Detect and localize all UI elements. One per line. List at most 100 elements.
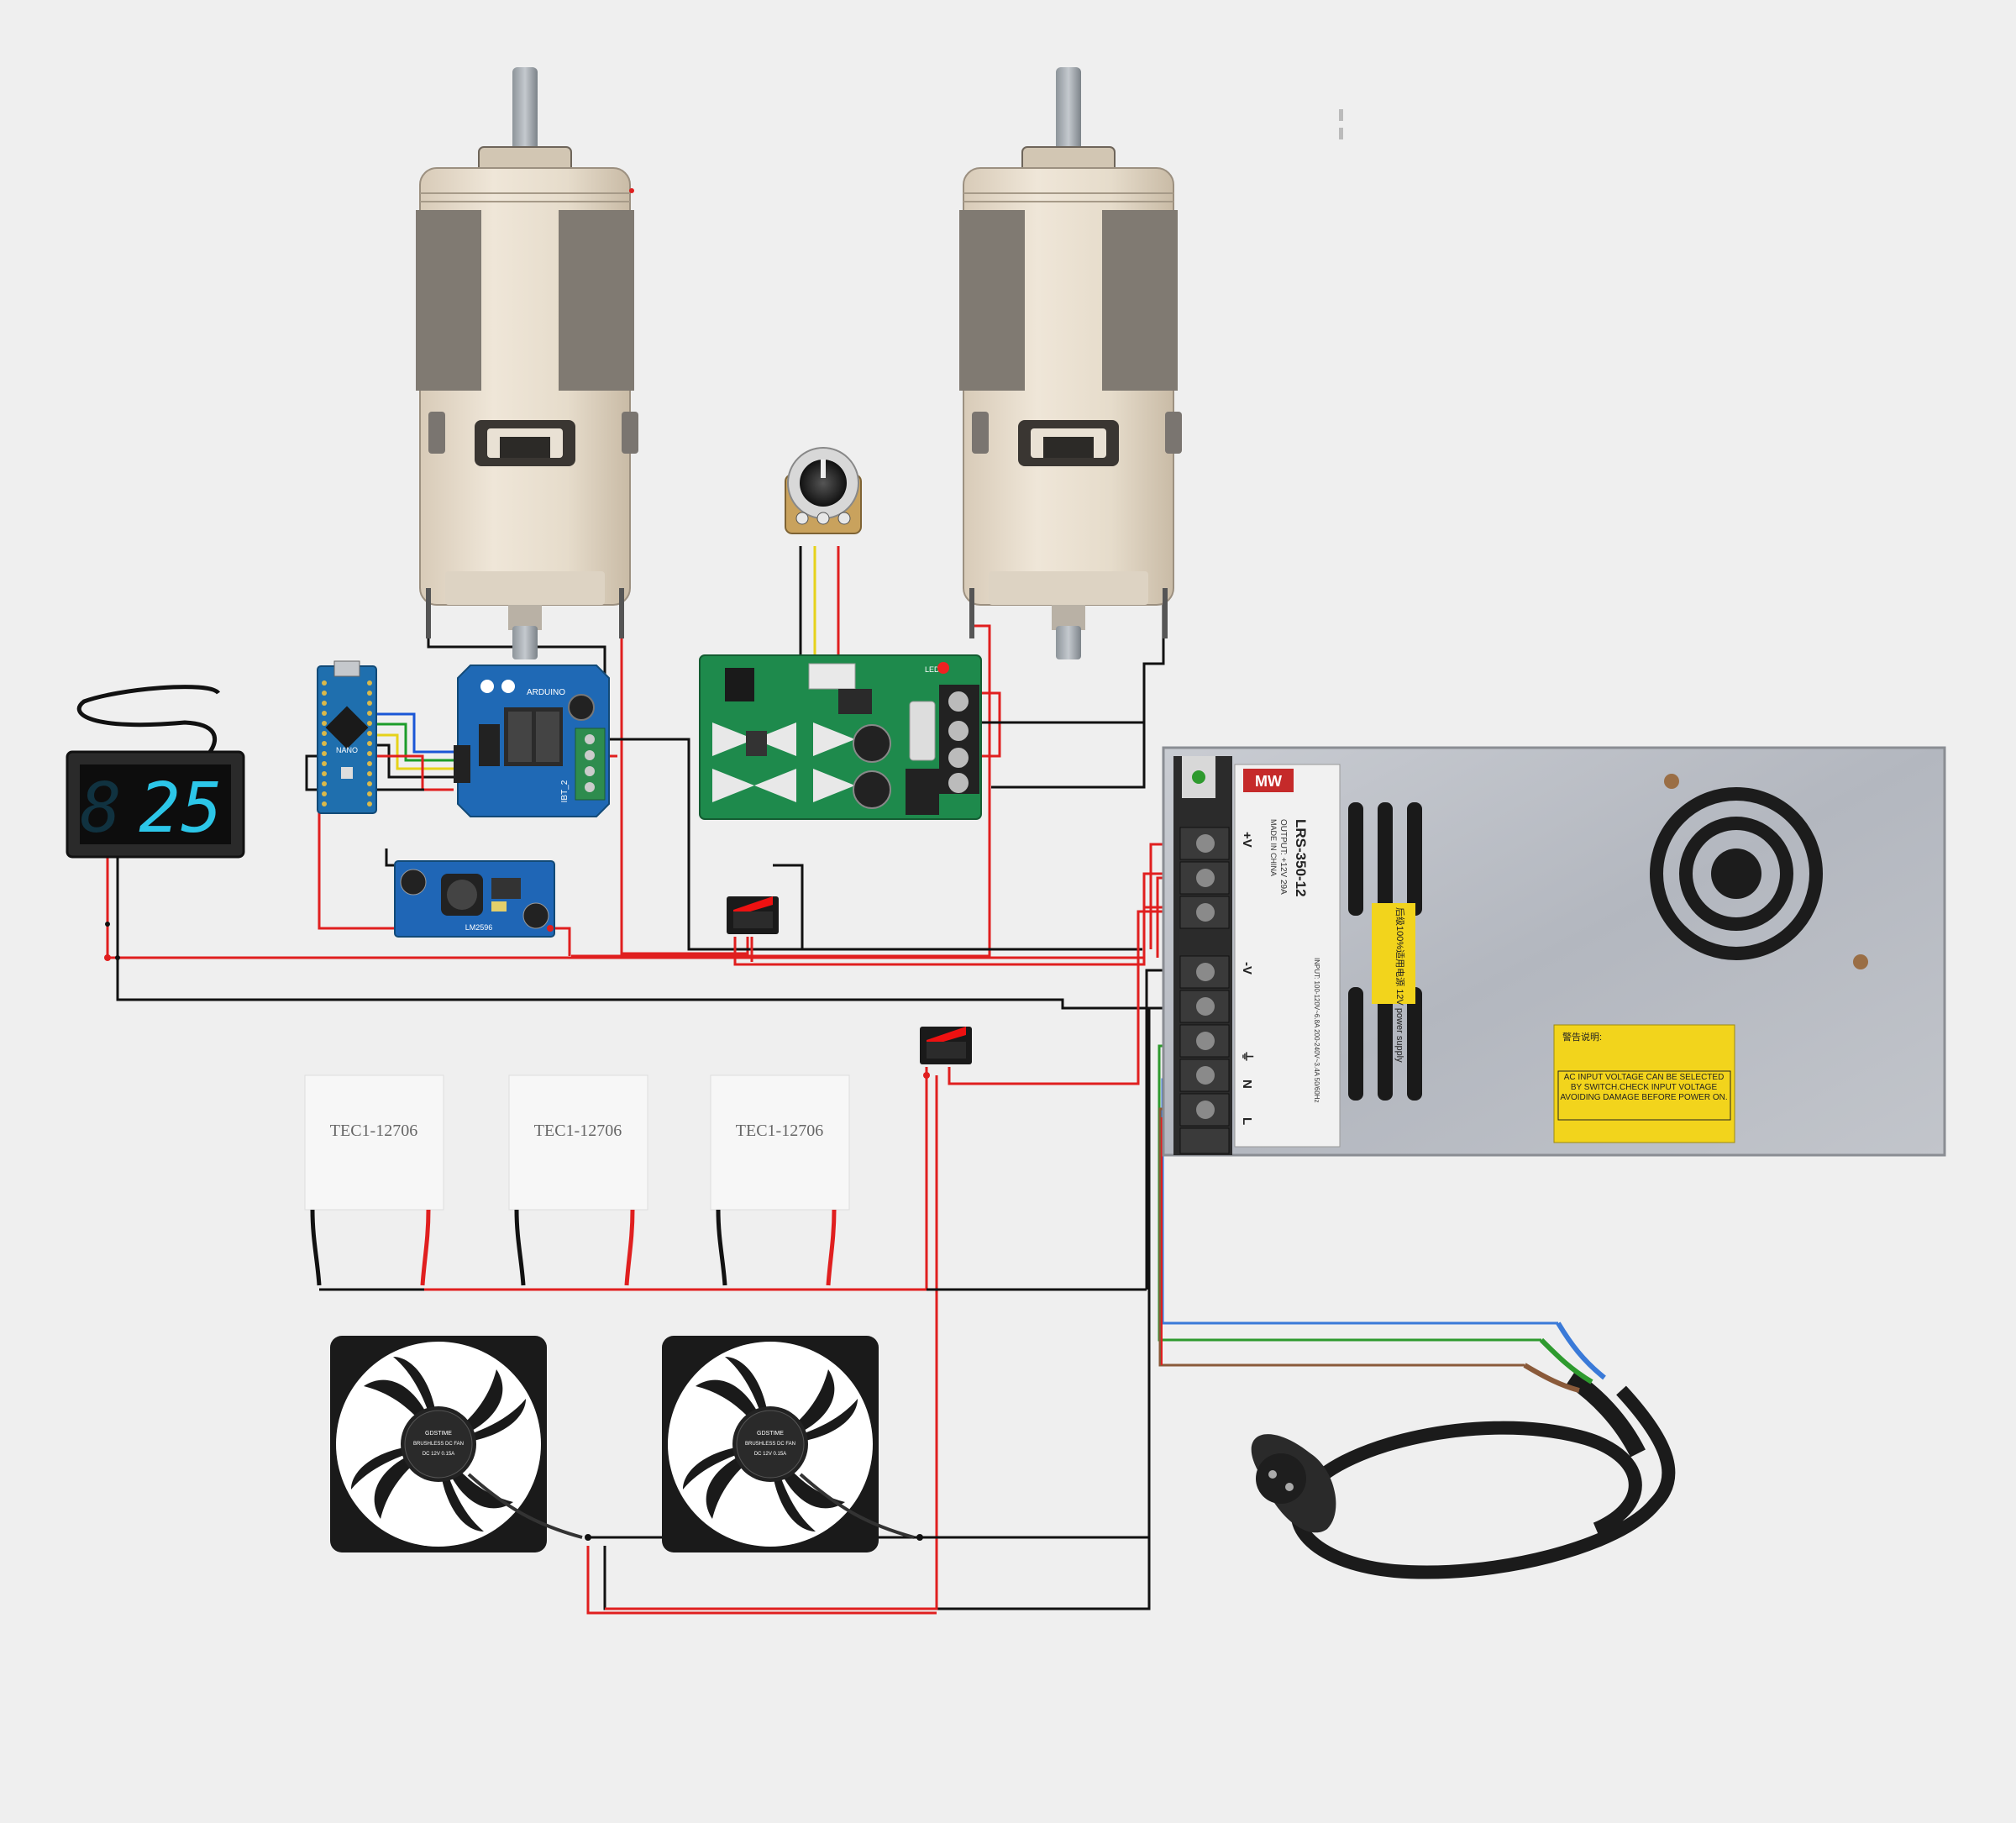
- psu-terminals: [1179, 827, 1230, 1154]
- motor-terminal: [969, 588, 974, 638]
- svg-text:DC 12V 0.15A: DC 12V 0.15A: [423, 1452, 454, 1457]
- peltier-1: TEC1-12706: [304, 1074, 444, 1286]
- wire-psu-pos3: [948, 910, 1184, 1085]
- motor-magnet: [416, 210, 481, 391]
- schuko-plug-icon: [1251, 1434, 1336, 1533]
- heatsink-right: [813, 722, 855, 802]
- motor-terminal: [619, 588, 624, 638]
- motor-magnet: [1102, 210, 1178, 391]
- peltier-2: TEC1-12706: [508, 1074, 648, 1286]
- rocker-switch-2[interactable]: [920, 1027, 972, 1064]
- svg-text:MADE IN CHINA: MADE IN CHINA: [1269, 819, 1278, 876]
- display-digit-5: 5: [181, 769, 222, 848]
- cooling-fan-2: GDSTIME BRUSHLESS DC FAN DC 12V 0.15A: [662, 1336, 915, 1552]
- arduino-pins: [322, 680, 372, 806]
- wire-display-red: [106, 857, 1184, 959]
- motor-shaft: [1056, 67, 1081, 151]
- svg-text:GDSTIME: GDSTIME: [425, 1431, 452, 1437]
- potentiometer: [785, 447, 862, 534]
- potentiometer-knob: [800, 460, 847, 507]
- display-digit-dim: 8: [80, 769, 121, 848]
- motor-terminal: [426, 588, 431, 638]
- wire-signal-yellow: [370, 733, 454, 770]
- pwm-capacitor: [853, 724, 891, 763]
- svg-text:DC 12V 0.15A: DC 12V 0.15A: [754, 1452, 786, 1457]
- display-cable: [76, 685, 221, 754]
- svg-text:TEC1-12706: TEC1-12706: [330, 1122, 417, 1140]
- svg-text:OUTPUT: +12V 29A: OUTPUT: +12V 29A: [1278, 819, 1288, 895]
- motor-driver-chip-label: IBT_2: [560, 780, 570, 802]
- heatsink-left: [712, 722, 796, 802]
- svg-text:LED: LED: [925, 665, 940, 674]
- wire-signal-blue: [370, 712, 454, 754]
- motor-left: [416, 67, 638, 659]
- psu-vents: [1348, 802, 1422, 1101]
- motor-driver-label: ARDUINO: [527, 688, 565, 697]
- svg-text:LM2596: LM2596: [465, 923, 493, 932]
- temperature-display: 8 2 5: [66, 685, 245, 960]
- wire-switch1-neg: [773, 864, 804, 949]
- arduino-nano: NANO: [317, 660, 377, 814]
- display-digit-2: 2: [139, 769, 180, 848]
- wire-pwm-out: [979, 691, 1001, 758]
- potentiometer-pin: [837, 512, 851, 525]
- motor-magnet: [559, 210, 634, 391]
- wire-signal-green: [370, 722, 454, 762]
- arduino-label: NANO: [336, 746, 358, 754]
- psu-warning-text: AC INPUT VOLTAGE CAN BE SELECTED BY SWIT…: [1560, 1073, 1728, 1102]
- power-supply: MW LRS-350-12 OUTPUT: +12V 29A MADE IN C…: [1162, 746, 1946, 1157]
- pwm-controller: LED: [699, 654, 982, 820]
- svg-text:L: L: [1240, 1117, 1254, 1125]
- psu-warning-label: [1553, 1024, 1735, 1143]
- fan-lead: [799, 1473, 915, 1539]
- svg-text:⏚: ⏚: [1240, 1050, 1254, 1063]
- pwm-led: [937, 662, 949, 674]
- wire-buck-out: [554, 927, 571, 956]
- potentiometer-pin: [816, 512, 830, 525]
- driver-capacitor: [568, 694, 595, 721]
- motor-shaft: [512, 67, 538, 151]
- wires: [106, 546, 1558, 1615]
- motor-terminal: [1163, 588, 1168, 638]
- wire-driver-neg: [592, 738, 1142, 951]
- motor-magnet: [959, 210, 1025, 391]
- buck-converter: LM2596: [394, 860, 555, 938]
- psu-terminal-labels: +V -V ⏚ N L: [1240, 832, 1254, 1125]
- svg-text:TEC1-12706: TEC1-12706: [534, 1122, 622, 1140]
- wire-switch2-fans: [605, 1075, 938, 1610]
- wire-psu-neg2: [603, 1006, 1184, 1610]
- peltier-3: TEC1-12706: [710, 1074, 850, 1286]
- svg-text:N: N: [1240, 1080, 1254, 1089]
- svg-text:INPUT: 100-120V~6.8A 200-240V~: INPUT: 100-120V~6.8A 200-240V~3.4A 50/60…: [1313, 958, 1320, 1103]
- pwm-capacitor: [853, 770, 891, 809]
- wire-pwm-neg: [979, 721, 1146, 787]
- motor-right: [959, 67, 1182, 659]
- power-cord: [1251, 1321, 1676, 1579]
- fan-lead: [467, 1473, 583, 1539]
- potentiometer-pin: [795, 512, 809, 525]
- wire-motor-left-positive: [620, 567, 749, 955]
- motor-driver: ARDUINO IBT_2: [454, 665, 610, 817]
- driver-header: [454, 745, 470, 783]
- svg-text:+V: +V: [1240, 832, 1254, 848]
- wire-fan1-red: [586, 1546, 937, 1615]
- stray-marks: [1339, 109, 1343, 139]
- cooling-fan-1: GDSTIME BRUSHLESS DC FAN DC 12V 0.15A: [330, 1336, 583, 1552]
- svg-text:MW: MW: [1255, 773, 1282, 790]
- svg-text:后级100%适用电源 12V power supply: 后级100%适用电源 12V power supply: [1394, 907, 1406, 1063]
- junction-dots: [104, 925, 930, 1541]
- wire-signal-red: [370, 754, 454, 791]
- svg-text:BRUSHLESS DC FAN: BRUSHLESS DC FAN: [413, 1442, 464, 1447]
- svg-text:-V: -V: [1240, 962, 1254, 975]
- wire-arduino-vin: [318, 802, 412, 930]
- wire-display-black: [116, 857, 1184, 1010]
- svg-text:LRS-350-12: LRS-350-12: [1293, 819, 1309, 897]
- svg-text:TEC1-12706: TEC1-12706: [736, 1122, 823, 1140]
- svg-text:GDSTIME: GDSTIME: [757, 1431, 784, 1437]
- rocker-switch-1[interactable]: [727, 896, 779, 934]
- svg-text:BRUSHLESS DC FAN: BRUSHLESS DC FAN: [745, 1442, 795, 1447]
- psu-yellow-sticker: [1372, 903, 1415, 1004]
- psu-label: [1234, 764, 1341, 1148]
- svg-text:警告说明:: 警告说明:: [1562, 1031, 1602, 1043]
